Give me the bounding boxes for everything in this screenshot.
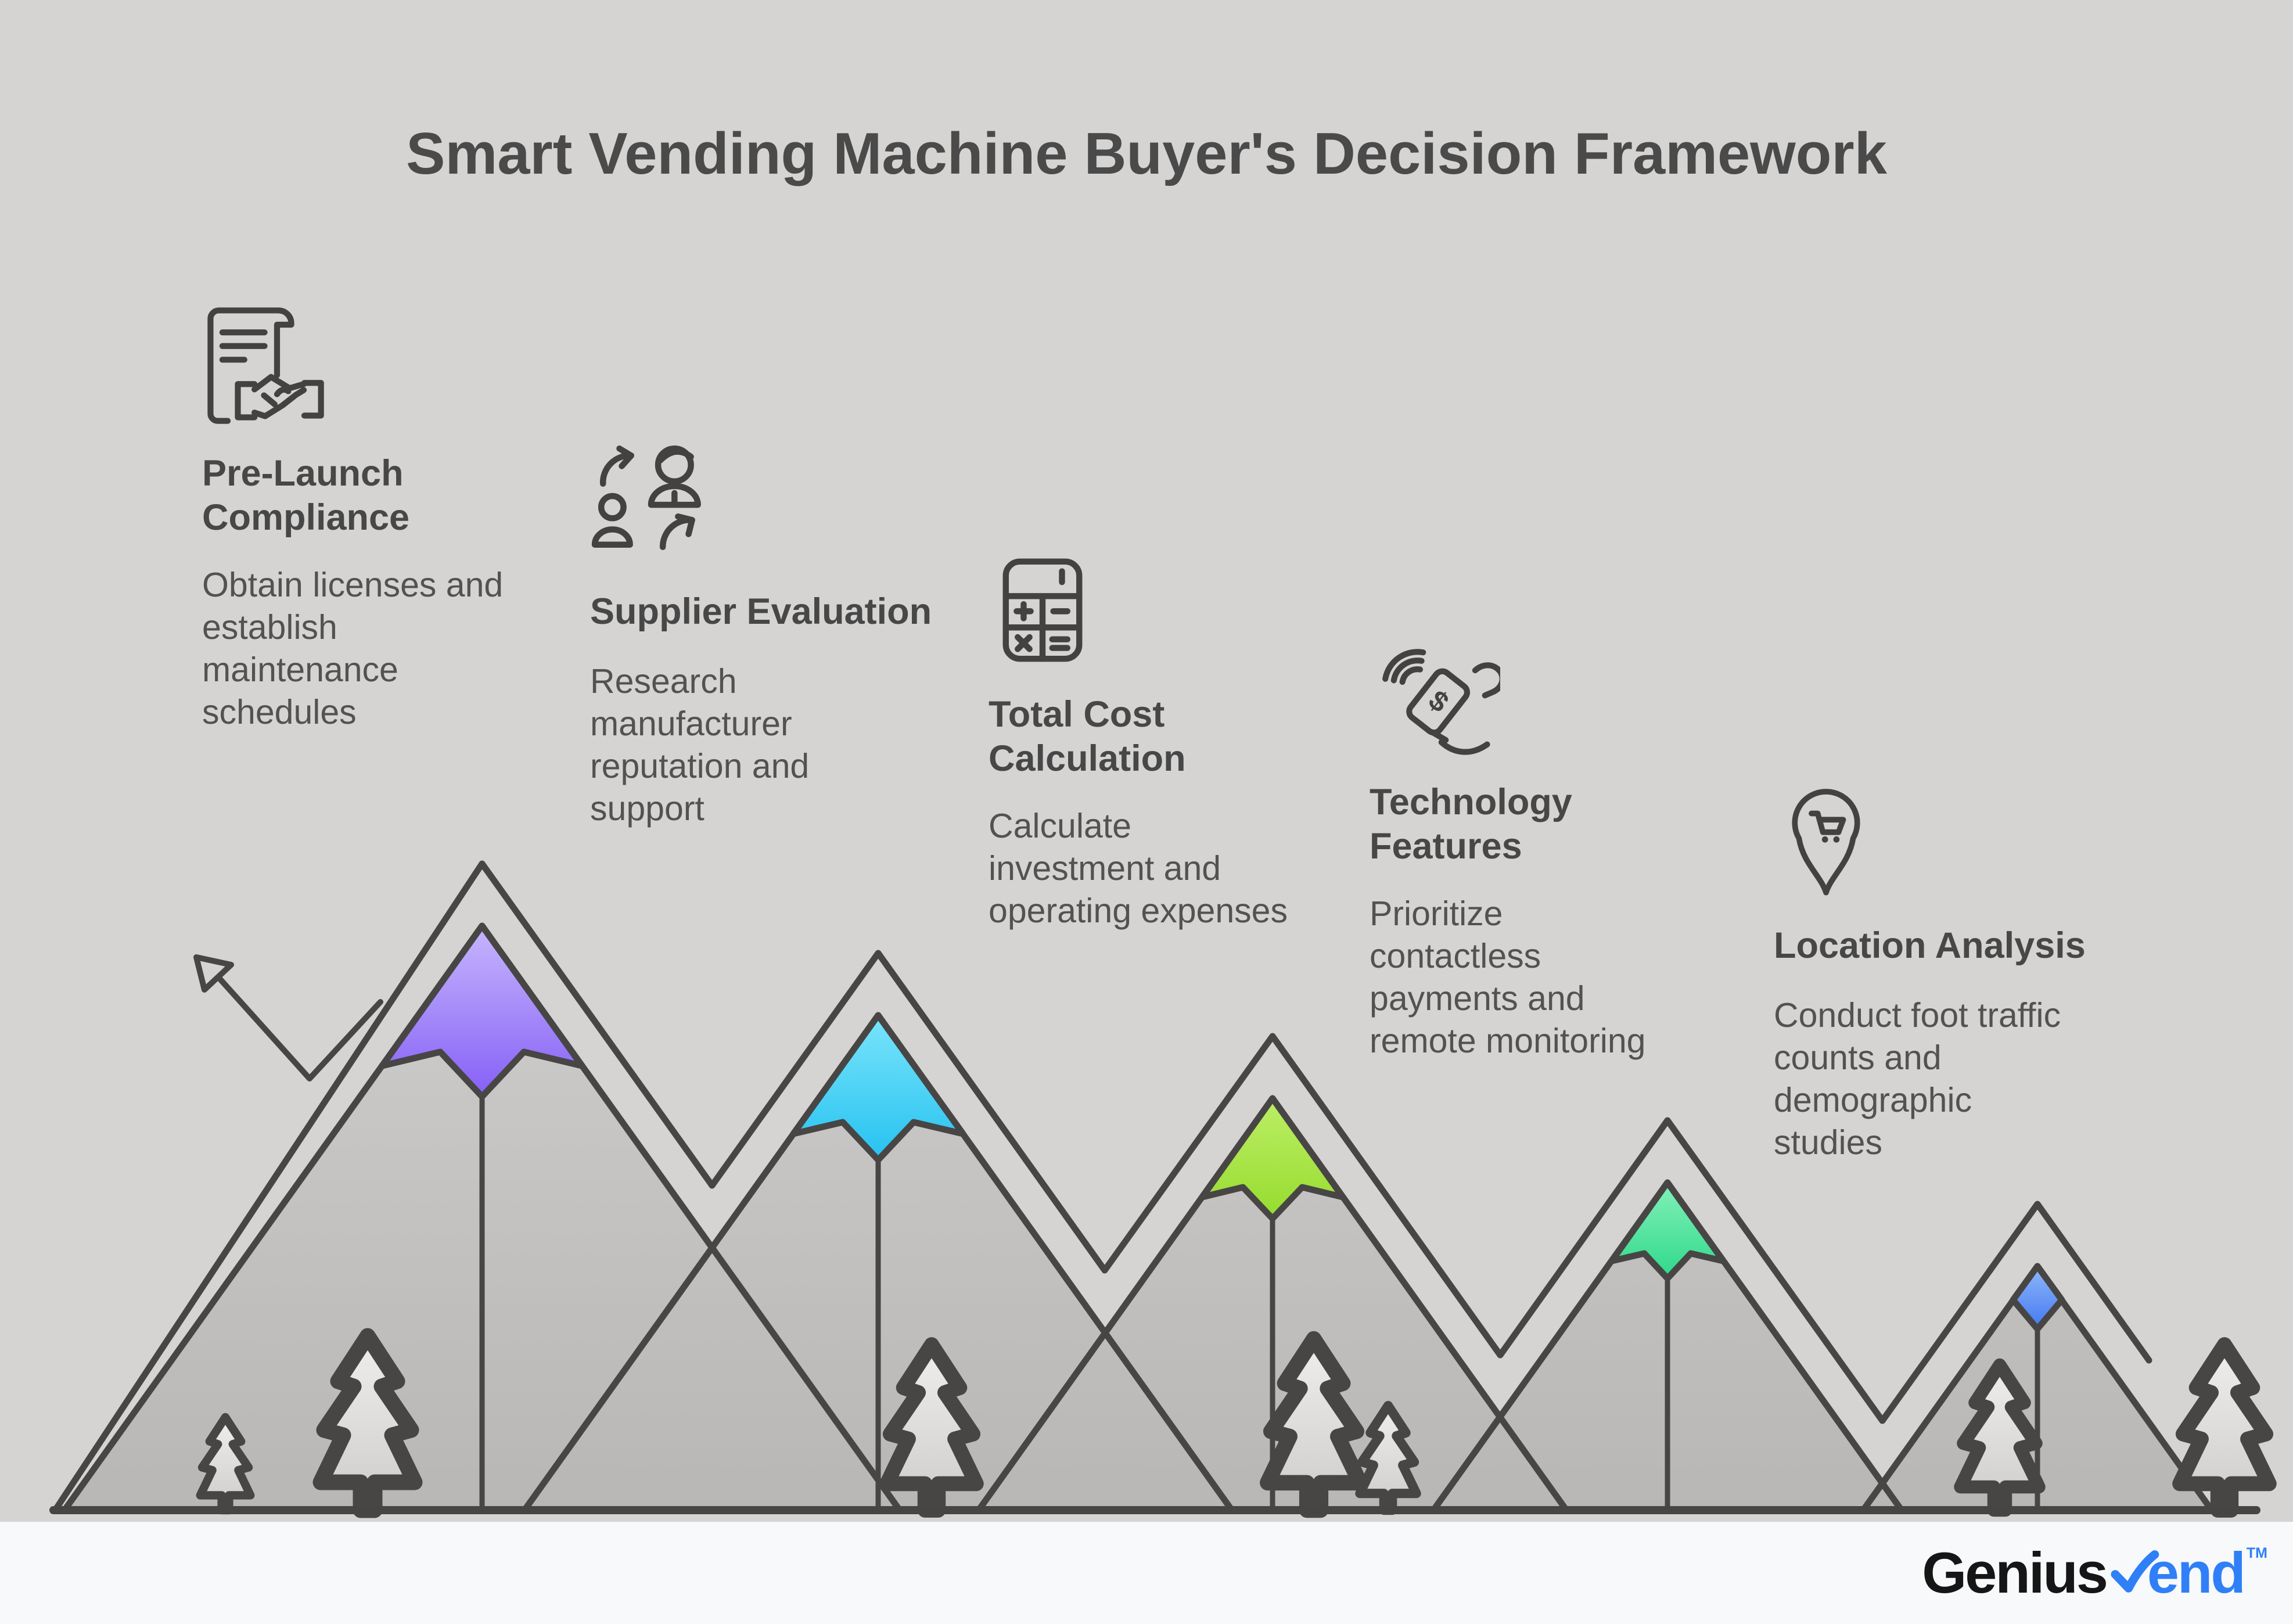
step-technology-features: $ Technology Features Prioritize contact… <box>1370 637 1646 1062</box>
snow-cap-purple <box>379 922 585 1100</box>
outline-ridge <box>52 860 2152 1514</box>
step-description: Calculate investment and operating expen… <box>989 807 1288 930</box>
supplier-swap-icon <box>590 434 932 566</box>
snow-caps <box>379 922 2065 1332</box>
page-title: Smart Vending Machine Buyer's Decision F… <box>406 121 1887 186</box>
snow-cap-blue <box>2010 1263 2065 1332</box>
step-title: Location Analysis <box>1774 925 2086 966</box>
step-title: Pre-Launch Compliance <box>202 453 410 538</box>
step-description: Research manufacturer reputation and sup… <box>590 662 810 828</box>
calculator-icon <box>989 551 1288 673</box>
snow-cap-cyan <box>790 1012 966 1163</box>
step-title: Total Cost Calculation <box>989 694 1186 779</box>
arrow-head <box>193 954 234 993</box>
check-icon <box>2111 1550 2159 1593</box>
step-description: Conduct foot traffic counts and demograp… <box>1774 996 2061 1162</box>
logo-trademark: TM <box>2246 1544 2267 1561</box>
brand-logo: Genius end TM <box>1922 1532 2267 1614</box>
step-pre-launch-compliance: Pre-Launch Compliance Obtain licenses an… <box>202 299 503 734</box>
step-location-analysis: Location Analysis Conduct foot traffic c… <box>1774 776 2086 1164</box>
step-total-cost-calculation: Total Cost Calculation Calculate investm… <box>989 551 1288 932</box>
contract-handshake-icon <box>202 299 503 433</box>
growth-arrow <box>193 954 383 1082</box>
logo-text-end: end <box>2147 1540 2246 1605</box>
logo-text-genius: Genius <box>1922 1540 2108 1605</box>
location-pin-cart-icon <box>1774 776 2086 904</box>
step-description: Prioritize contactless payments and remo… <box>1370 894 1646 1060</box>
step-title: Supplier Evaluation <box>590 591 932 632</box>
step-description: Obtain licenses and establish maintenanc… <box>202 566 504 731</box>
pine-tree <box>2180 1345 2269 1510</box>
bottom-strip <box>0 1522 2293 1624</box>
snow-cap-emerald <box>1608 1179 1727 1282</box>
snow-cap-lime <box>1199 1095 1346 1222</box>
step-supplier-evaluation: Supplier Evaluation Research manufacture… <box>590 434 932 830</box>
contactless-payment-icon: $ <box>1370 637 1646 761</box>
step-title: Technology Features <box>1370 782 1572 867</box>
